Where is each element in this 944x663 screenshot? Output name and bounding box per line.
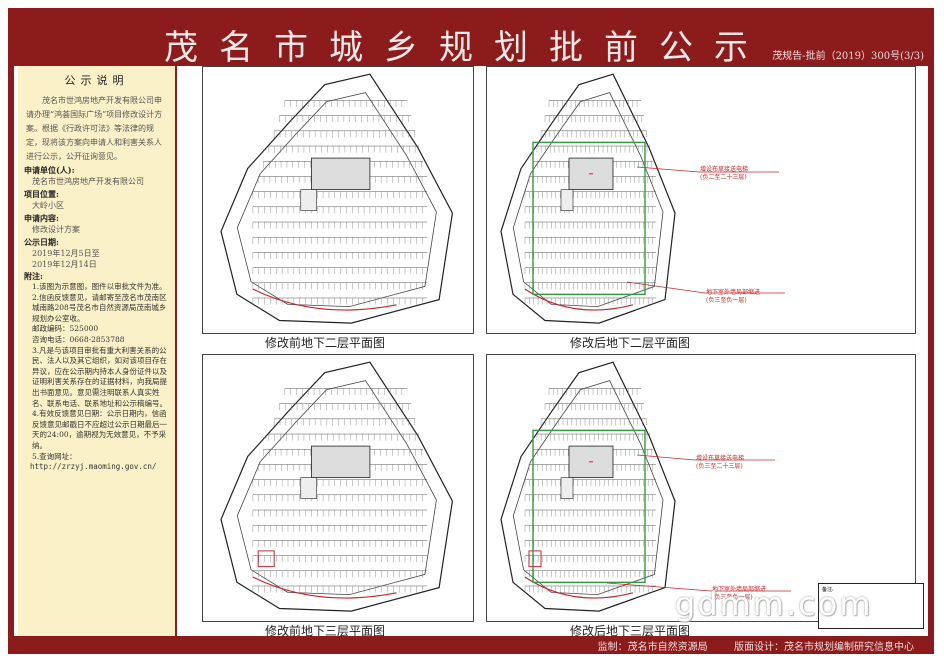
floor-plan-drawing <box>500 361 676 612</box>
notice-sidebar: 公示说明 茂名市世鸿房地产开发有限公司申请办理“鸿荟国际广场”项目修改设计方案。… <box>18 66 177 636</box>
site-outline <box>500 73 676 324</box>
plan-panel-before-b3 <box>202 354 474 622</box>
stair-core <box>300 189 318 211</box>
memo-label: 备注: <box>822 587 834 593</box>
annotation-elevator: 增设布草接送电梯 <box>696 455 745 462</box>
period-label: 公示日期: <box>24 237 59 247</box>
location-value: 大岭小区 <box>32 201 64 210</box>
note-item: 5.查询网址： <box>32 451 77 461</box>
stair-core <box>300 477 318 499</box>
annotation-elevator-floors: (负三至二十三层) <box>696 463 743 470</box>
annotation-elevator: 增设布草接送电梯 <box>700 166 749 173</box>
site-outline <box>500 361 676 612</box>
floor-plan-drawing <box>500 73 676 324</box>
page-title: 茂名市城乡规划批前公示 <box>164 28 769 68</box>
note-item: 咨询电话：0668-2853788 <box>32 334 125 344</box>
content-value: 修改设计方案 <box>32 225 80 234</box>
building-core <box>311 445 371 478</box>
stair-core <box>560 189 574 211</box>
site-watermark: gdmm.com <box>675 585 873 623</box>
period-from: 2019年12月5日至 <box>32 249 100 258</box>
plan-panel-after-b2 <box>486 66 916 334</box>
note-item: 2.信函反馈意见，请邮寄至茂名市茂南区城南路208号茂名市自然资源局茂南城乡规划… <box>32 292 167 323</box>
basement-outline <box>512 92 664 308</box>
green-boundary <box>532 429 646 584</box>
floor-plan-drawing <box>220 73 454 324</box>
period-to: 2019年12月14日 <box>32 260 97 269</box>
annotation-wall: 地下室外墙局部缩进 <box>706 289 761 296</box>
basement-outline <box>236 92 437 308</box>
basement-outline <box>512 380 664 596</box>
content-label: 申请内容: <box>24 213 59 223</box>
plan-panel-after-b3 <box>486 354 916 622</box>
location-label: 项目位置: <box>24 189 59 199</box>
caption-after-b2: 修改后地下二层平面图 <box>570 336 691 350</box>
plan-panel-before-b2 <box>202 66 474 334</box>
annotation-wall-floors: (负三至负一层) <box>706 297 747 304</box>
caption-before-b2: 修改前地下二层平面图 <box>265 336 386 350</box>
floor-plan-drawing <box>220 361 454 612</box>
note-item: 4.有效反馈意见日期：公示日期内，信函反馈意见邮戳日不应超过公示日期最后一天的2… <box>32 409 167 450</box>
caption-after-b3: 修改后地下三层平面图 <box>570 624 691 638</box>
footer-credits: 监制：茂名市自然资源局 版面设计：茂名市规划编制研究信息中心 <box>598 638 914 653</box>
sidebar-heading: 公示说明 <box>64 74 129 87</box>
footer-designer: 版面设计：茂名市规划编制研究信息中心 <box>734 642 914 653</box>
note-item: 邮政编码：525000 <box>32 324 99 334</box>
red-marker <box>257 550 275 568</box>
applicant-value: 茂名市世鸿房地产开发有限公司 <box>32 177 144 186</box>
site-outline <box>220 73 454 324</box>
basement-outline <box>236 380 437 596</box>
ramp-line <box>524 288 634 311</box>
ramp-line <box>524 576 634 599</box>
stair-core <box>560 477 574 499</box>
ramp-line <box>252 288 397 311</box>
annotation-wall-floors: (负三至负一层) <box>712 594 753 601</box>
red-marker <box>528 550 542 568</box>
footer-supervisor: 监制：茂名市自然资源局 <box>597 642 708 653</box>
title-bar: 茂名市城乡规划批前公示 <box>14 14 928 68</box>
applicant-label: 申请单位(人): <box>24 165 75 175</box>
green-boundary <box>532 141 646 296</box>
building-core <box>311 157 371 190</box>
caption-before-b3: 修改前地下三层平面图 <box>265 624 386 638</box>
annotation-wall: 地下室外墙局部缩进 <box>712 586 767 593</box>
ramp-line <box>252 576 397 599</box>
memo-box: 备注: <box>818 583 924 629</box>
site-outline <box>220 361 454 612</box>
document-number: 茂规告-批前（2019）300号(3/3) <box>772 51 924 62</box>
notes-label: 附注: <box>24 271 43 281</box>
note-item: 1.该图为示意图，图件以审批文件为准。 <box>32 282 167 291</box>
footer-bar: 监制：茂名市自然资源局 版面设计：茂名市规划编制研究信息中心 <box>14 636 928 654</box>
query-url[interactable]: http://zrzyj.maoming.gov.cn/ <box>30 462 157 472</box>
intro-paragraph: 茂名市世鸿房地产开发有限公司申请办理“鸿荟国际广场”项目修改设计方案。根据《行政… <box>26 96 163 161</box>
note-item: 3.凡是与该项目审批有重大利害关系的公民、法人以及其它组织，如对该项目存在异议，… <box>32 345 167 408</box>
annotation-elevator-floors: (负二至二十三层) <box>700 174 747 181</box>
